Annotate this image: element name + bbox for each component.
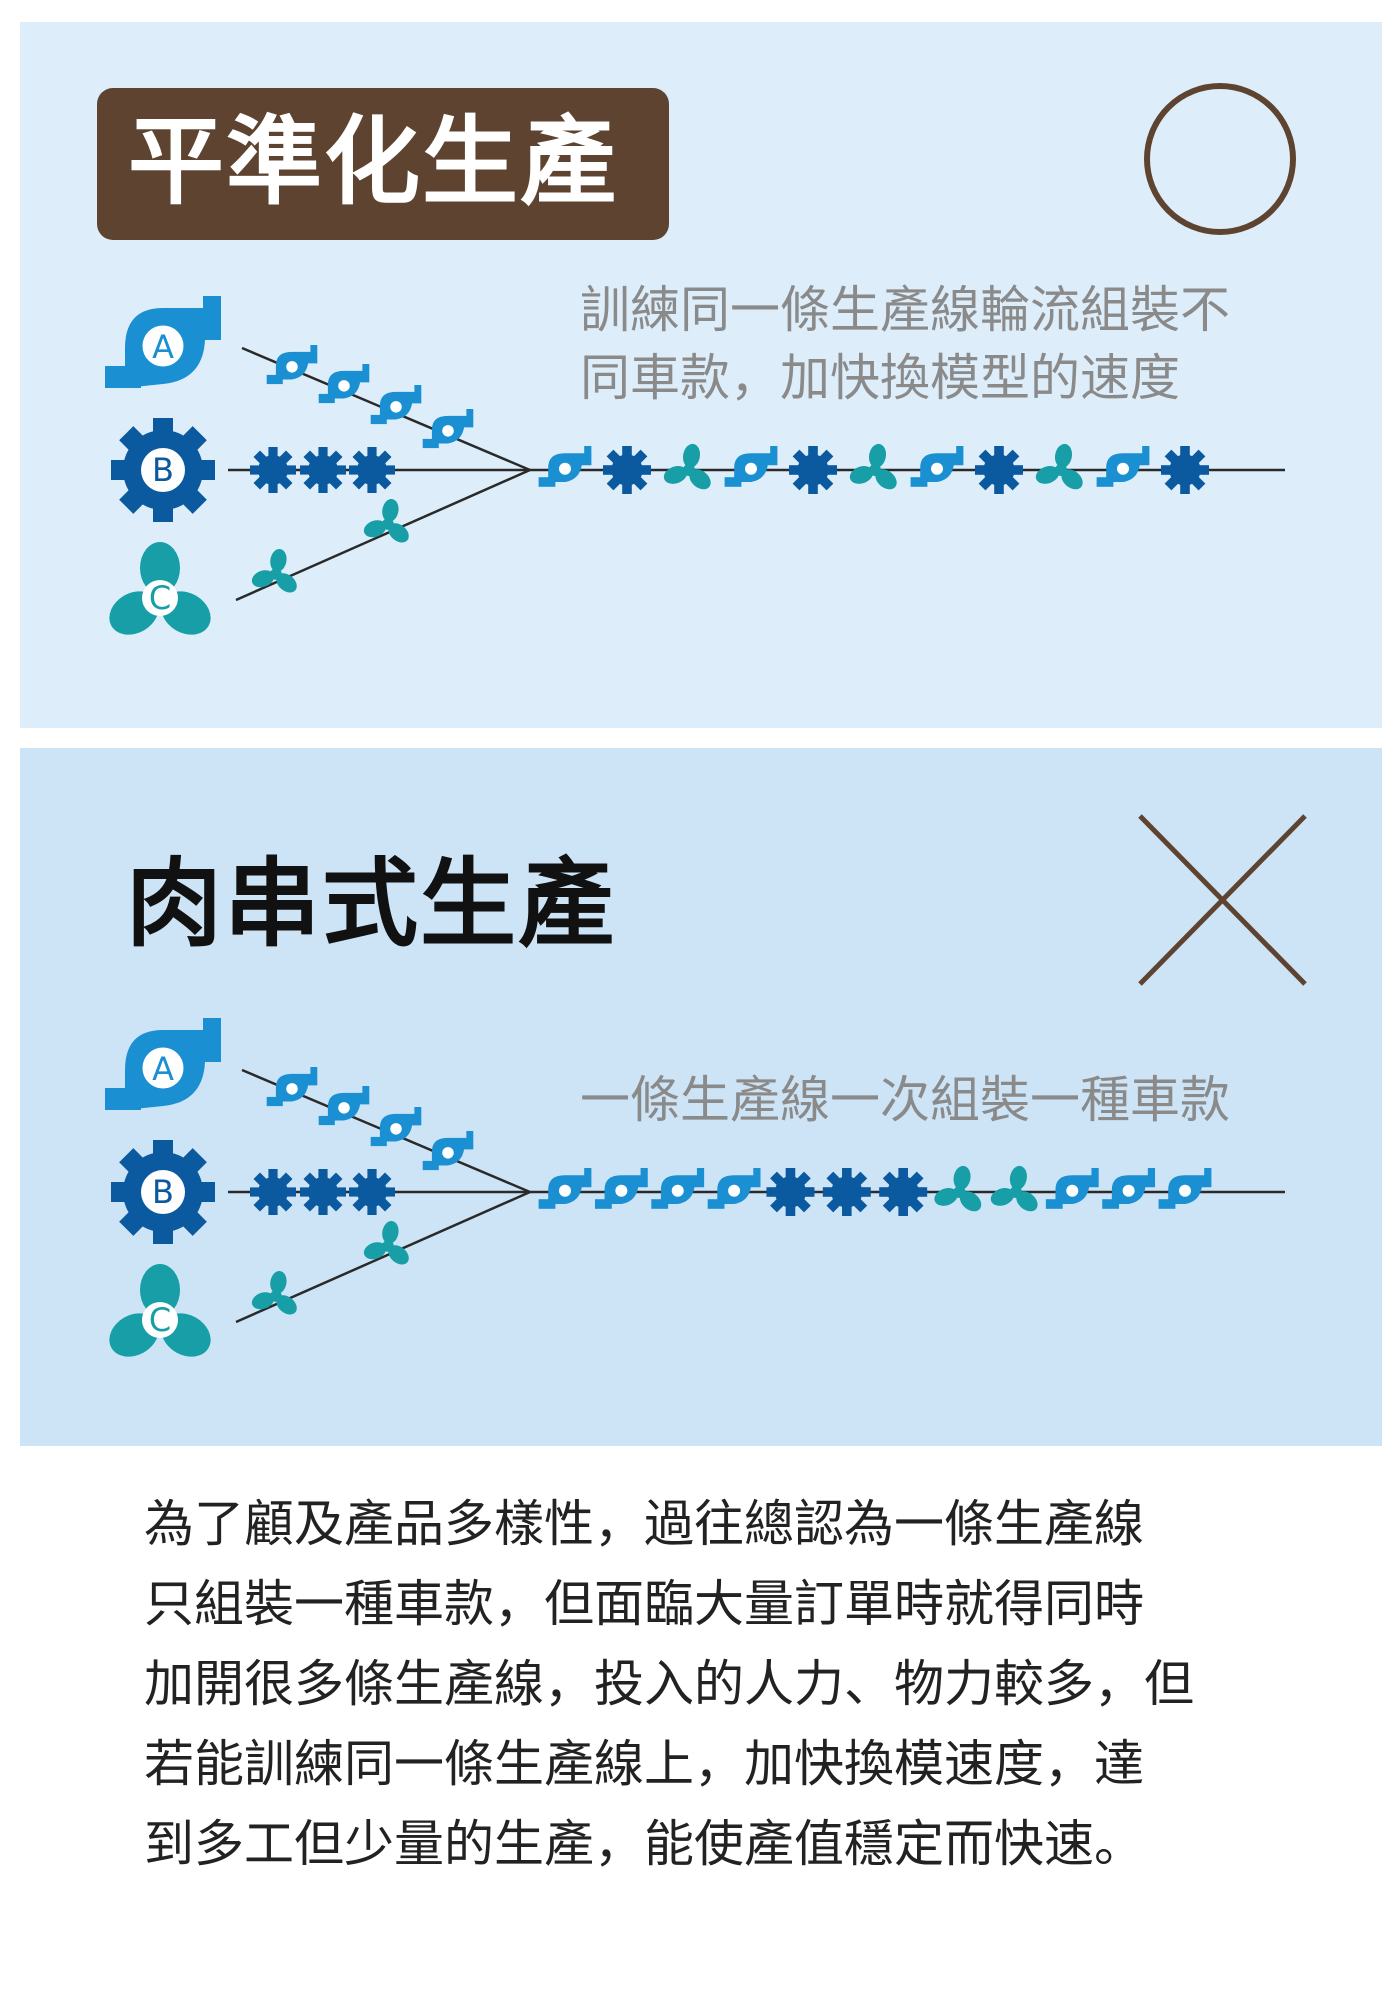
fan-part-icon xyxy=(990,1165,1038,1212)
pump-part-icon xyxy=(422,1131,474,1171)
cross-mark xyxy=(1138,814,1307,986)
production-line-diagram: A B C xyxy=(105,814,1307,1357)
gear-part-icon xyxy=(300,1169,346,1215)
title-box xyxy=(97,88,669,240)
pump-part-icon xyxy=(422,409,474,449)
gear-icon: B xyxy=(111,418,215,522)
gear-part-icon xyxy=(1160,446,1210,494)
pump-part-icon xyxy=(370,1107,422,1147)
fan-part-icon xyxy=(251,1270,297,1315)
gear-part-icon xyxy=(822,1168,871,1216)
gear-part-icon xyxy=(974,446,1024,494)
pump-part-icon xyxy=(910,446,964,487)
source-label: B xyxy=(152,1173,174,1211)
pump-part-icon xyxy=(1158,1168,1212,1209)
fan-part-icon xyxy=(363,498,409,543)
circle-mark xyxy=(1144,83,1296,235)
pump-part-icon xyxy=(538,446,592,487)
paragraph-line: 只組裝一種車款，但面臨大量訂單時就得同時 xyxy=(144,1575,1144,1633)
panel-description: 訓練同一條生產線輪流組裝不 同車款，加快換模型的速度 xyxy=(580,276,1230,412)
gear-part-icon xyxy=(250,1169,296,1215)
pump-icon: A xyxy=(105,1018,221,1110)
pump-part-icon xyxy=(538,1168,592,1209)
source-label: C xyxy=(149,579,171,617)
source-label: A xyxy=(152,328,174,366)
production-line-diagram: A B C xyxy=(105,83,1296,635)
pump-part-icon xyxy=(1045,1168,1099,1209)
fan-part-icon xyxy=(934,1165,982,1212)
pump-part-icon xyxy=(318,364,370,404)
description-line: 一條生產線一次組裝一種車款 xyxy=(580,1071,1230,1129)
fan-icon: C xyxy=(109,542,211,635)
pump-part-icon xyxy=(724,446,778,487)
source-label: C xyxy=(149,1301,171,1339)
paragraph-line: 到多工但少量的生產，能使產值穩定而快速。 xyxy=(144,1815,1144,1873)
pump-part-icon xyxy=(651,1168,705,1209)
gear-part-icon xyxy=(766,1168,815,1216)
pump-part-icon xyxy=(1102,1168,1156,1209)
fan-part-icon xyxy=(849,443,897,490)
fan-part-icon xyxy=(251,548,297,593)
panel-description: 一條生產線一次組裝一種車款 xyxy=(580,1066,1230,1134)
fan-part-icon xyxy=(663,443,711,490)
pump-part-icon xyxy=(1096,446,1150,487)
explanation-paragraph: 為了顧及產品多樣性，過往總認為一條生產線 只組裝一種車款，但面臨大量訂單時就得同… xyxy=(144,1484,1284,1884)
pump-part-icon xyxy=(266,345,318,385)
gear-part-icon xyxy=(300,447,346,493)
gear-part-icon xyxy=(602,446,652,494)
paragraph-line: 若能訓練同一條生產線上，加快換模速度，達 xyxy=(144,1735,1144,1793)
description-line: 訓練同一條生產線輪流組裝不 xyxy=(580,281,1230,339)
pump-part-icon xyxy=(318,1086,370,1126)
pump-part-icon xyxy=(370,385,422,425)
pump-part-icon xyxy=(594,1168,648,1209)
batch-production-panel: 肉串式生產 一條生產線一次組裝一種車款 A B C xyxy=(20,748,1382,1446)
gear-part-icon xyxy=(349,1169,395,1215)
panel-title: 平準化生產 xyxy=(128,106,618,218)
fan-part-icon xyxy=(363,1220,409,1265)
fan-icon: C xyxy=(109,1264,211,1357)
paragraph-line: 加開很多條生產線，投入的人力、物力較多，但 xyxy=(144,1655,1194,1713)
pump-icon: A xyxy=(105,296,221,388)
description-line: 同車款，加快換模型的速度 xyxy=(580,349,1180,407)
gear-part-icon xyxy=(879,1168,928,1216)
gear-part-icon xyxy=(788,446,838,494)
fan-part-icon xyxy=(1035,443,1083,490)
source-label: A xyxy=(152,1050,174,1088)
source-label: B xyxy=(152,451,174,489)
paragraph-line: 為了顧及產品多樣性，過往總認為一條生產線 xyxy=(144,1495,1144,1553)
leveled-production-panel: 平準化生產 訓練同一條生產線輪流組裝不 同車款，加快換模型的速度 A B C xyxy=(20,22,1382,728)
gear-icon: B xyxy=(111,1140,215,1244)
gear-part-icon xyxy=(250,447,296,493)
panel-title: 肉串式生產 xyxy=(126,848,616,960)
pump-part-icon xyxy=(266,1067,318,1107)
pump-part-icon xyxy=(707,1168,761,1209)
gear-part-icon xyxy=(349,447,395,493)
